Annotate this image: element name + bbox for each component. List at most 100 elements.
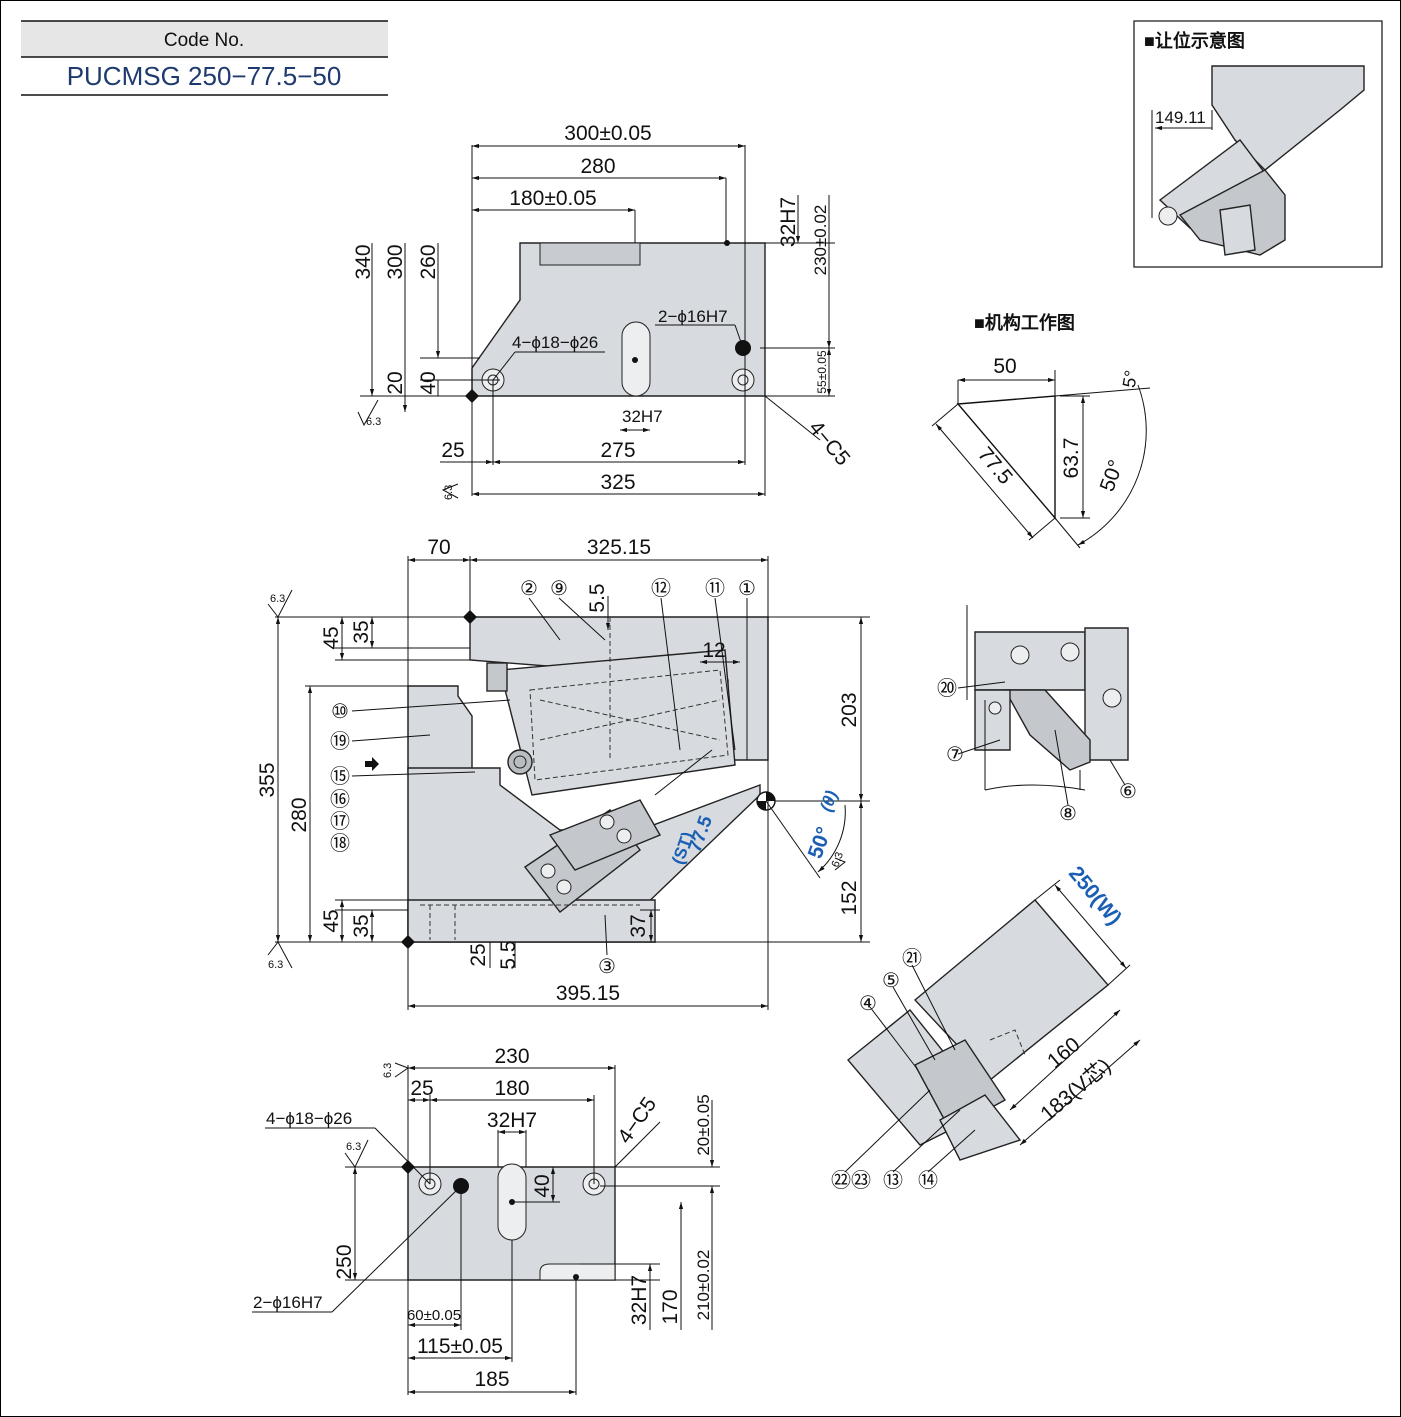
dim-230-bottom: 230 <box>494 1045 529 1068</box>
note-c5-bottom: 4−C5 <box>613 1093 661 1148</box>
roughness-top-1: 6.3 <box>366 416 381 428</box>
roughness-side-1: 6.3 <box>270 593 285 605</box>
dim-300: 300±0.05 <box>564 122 651 145</box>
part-10: ⑩ <box>331 701 349 723</box>
part-17: ⑰ <box>330 810 350 833</box>
mech-dim-5deg: 5° <box>1119 369 1142 389</box>
dim-203: 203 <box>838 692 861 727</box>
roughness-side-3: 6.3 <box>830 851 847 869</box>
part-20: ⑳ <box>937 677 957 700</box>
dim-20: 20 <box>384 371 407 394</box>
iso-dim-183: 183(V芯) <box>1036 1054 1115 1126</box>
dim-45-top: 45 <box>320 626 343 649</box>
mech-dim-50deg: 50° <box>1096 457 1128 495</box>
dim-280-side: 280 <box>288 797 311 832</box>
note-pins-top: 2−ϕ16H7 <box>658 307 728 326</box>
roughness-bottom-1: 6.3 <box>382 1063 394 1078</box>
dim-180-bottom: 180 <box>494 1077 529 1100</box>
part-14: ⑭ <box>918 1169 938 1192</box>
side-view: 70 325.15 355 280 45 35 45 35 203 152 37 <box>256 536 870 1010</box>
inset-clearance-dim: 149.11 <box>1155 108 1206 127</box>
dim-152: 152 <box>838 880 861 915</box>
inset-mechanism: ■机构工作图 50 63.7 77.5 5° 50° <box>931 312 1151 549</box>
roughness-bottom-2: 6.3 <box>346 1141 361 1153</box>
dim-35-bottom: 35 <box>350 914 373 937</box>
angle-theta: (θ) <box>816 788 841 814</box>
part-3: ③ <box>598 956 616 978</box>
mech-dim-50: 50 <box>993 355 1016 378</box>
dim-5-5-top: 5.5 <box>586 583 609 612</box>
dim-180: 180±0.05 <box>509 187 596 210</box>
roughness-top-2: 6.3 <box>443 485 455 500</box>
dim-37: 37 <box>627 914 650 937</box>
dim-230: 230±0.02 <box>811 205 830 276</box>
dim-45-bottom: 45 <box>320 909 343 932</box>
dim-35-top: 35 <box>350 620 373 643</box>
part-6: ⑥ <box>1119 781 1137 803</box>
part-5: ⑤ <box>882 970 900 992</box>
roughness-side-2: 6.3 <box>268 959 283 971</box>
dim-170: 170 <box>659 1289 682 1324</box>
dim-300-left: 300 <box>384 244 407 279</box>
dim-5-5-bottom: 5.5 <box>497 940 520 969</box>
iso-dim-160: 160 <box>1043 1033 1085 1073</box>
dim-25-top: 25 <box>441 439 464 462</box>
dim-40: 40 <box>417 371 440 394</box>
dim-32h7-top: 32H7 <box>777 197 800 247</box>
note-pins-bottom: 2−ϕ16H7 <box>253 1293 323 1312</box>
mech-dim-63-7: 63.7 <box>1060 438 1083 479</box>
dim-70: 70 <box>427 536 450 559</box>
inset-clearance-title: ■让位示意图 <box>1144 30 1245 51</box>
iso-view: 250(W) 160 183(V芯) ㉑ ⑤ ④ ㉒㉓ ⑬ ⑭ <box>831 862 1141 1192</box>
part-12: ⑫ <box>651 577 671 600</box>
part-1: ① <box>738 578 756 600</box>
dim-60: 60±0.05 <box>407 1307 461 1324</box>
detail-view: ⑳ ⑦ ⑧ ⑥ <box>937 605 1137 825</box>
bottom-view: 230 25 180 32H7 250 20±0.05 40 32H7 170 … <box>252 1045 720 1395</box>
part-7: ⑦ <box>946 744 964 766</box>
dim-12: 12 <box>702 639 725 662</box>
dim-40-bottom: 40 <box>531 1174 554 1197</box>
dim-250: 250 <box>333 1244 356 1279</box>
dim-115: 115±0.05 <box>417 1335 503 1358</box>
code-value: PUCMSG 250−77.5−50 <box>67 61 342 91</box>
dim-395-15: 395.15 <box>556 982 620 1005</box>
dim-32h7-side: 32H7 <box>628 1275 651 1325</box>
dim-32h7-bottom: 32H7 <box>487 1109 537 1132</box>
part-11: ⑪ <box>705 577 725 600</box>
inset-mechanism-title: ■机构工作图 <box>974 312 1075 333</box>
side-lower-block <box>407 899 656 943</box>
note-holes-bottom: 4−ϕ18−ϕ26 <box>266 1109 352 1128</box>
note-32h7-top: 32H7 <box>622 407 663 426</box>
inset-clearance: ■让位示意图 149.11 <box>1133 20 1383 268</box>
angle-50: 50° <box>804 824 836 862</box>
dim-340: 340 <box>352 244 375 279</box>
dim-355: 355 <box>256 762 279 797</box>
note-holes-top: 4−ϕ18−ϕ26 <box>512 333 598 352</box>
part-21: ㉑ <box>902 947 922 970</box>
part-16: ⑯ <box>330 788 350 811</box>
part-2: ② <box>520 578 538 600</box>
code-header: Code No. <box>164 30 244 51</box>
part-18: ⑱ <box>330 832 350 855</box>
part-8: ⑧ <box>1059 803 1077 825</box>
dim-275: 275 <box>600 439 635 462</box>
note-c5-top: 4−C5 <box>804 416 854 470</box>
dim-55: 55±0.05 <box>815 350 829 394</box>
part-4: ④ <box>859 993 877 1015</box>
mech-dim-77-5: 77.5 <box>973 443 1017 489</box>
dim-260: 260 <box>417 244 440 279</box>
part-19: ⑲ <box>330 730 350 753</box>
part-22-23: ㉒㉓ <box>831 1169 871 1192</box>
dim-185: 185 <box>474 1368 509 1391</box>
dim-325: 325 <box>600 471 635 494</box>
part-13: ⑬ <box>883 1169 903 1192</box>
iso-dim-250w: 250(W) <box>1064 862 1126 930</box>
top-view: 300±0.05 280 180±0.05 340 300 260 20 40 … <box>352 122 854 500</box>
dim-20-bottom: 20±0.05 <box>694 1094 713 1155</box>
dim-25-bottom: 25 <box>410 1077 433 1100</box>
dim-210: 210±0.02 <box>694 1250 713 1321</box>
dim-325-15: 325.15 <box>587 536 651 559</box>
dim-25-side: 25 <box>467 943 490 966</box>
